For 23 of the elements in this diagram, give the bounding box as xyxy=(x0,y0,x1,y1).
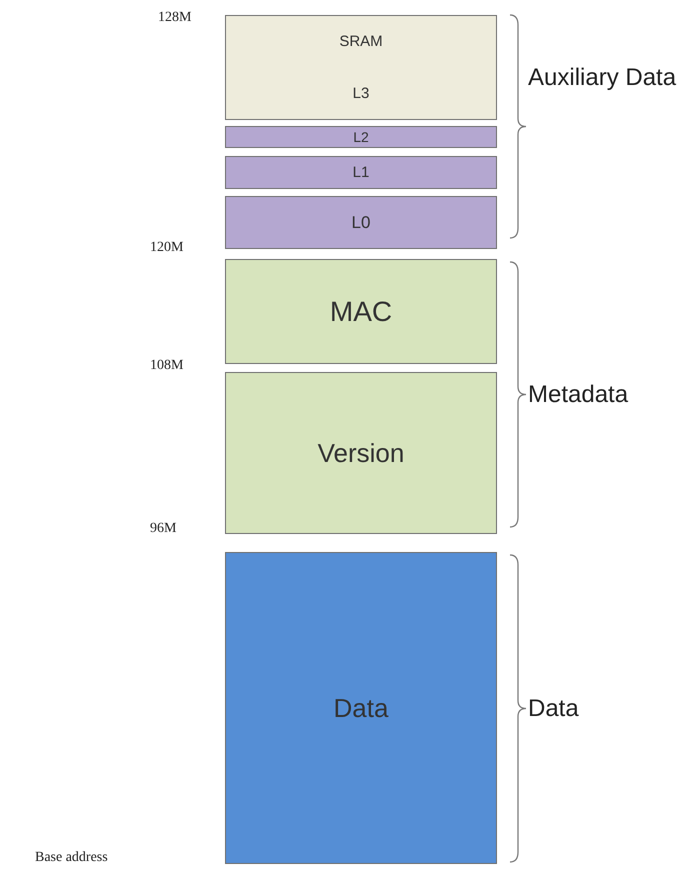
address-label: 96M xyxy=(150,521,176,537)
group-label: Metadata xyxy=(528,380,630,410)
memory-region-box xyxy=(225,372,497,534)
region-label: L3 xyxy=(352,84,370,102)
group-label: Data xyxy=(528,694,580,724)
address-label: 128M xyxy=(158,10,192,26)
region-label: Version xyxy=(318,438,404,468)
region-label: Data xyxy=(334,692,388,724)
region-label: SRAM xyxy=(339,33,383,50)
address-label: 108M xyxy=(150,358,184,374)
memory-region-box xyxy=(225,126,497,148)
region-label: MAC xyxy=(330,296,392,328)
memory-region-box xyxy=(225,259,497,364)
region-label: L2 xyxy=(353,129,369,145)
memory-region-box xyxy=(225,196,497,249)
address-label: Base address xyxy=(35,850,108,866)
region-label: L1 xyxy=(352,164,370,181)
memory-region-box xyxy=(225,552,497,864)
memory-region-box xyxy=(225,15,497,120)
region-label: L0 xyxy=(352,212,370,232)
memory-region-box xyxy=(225,156,497,189)
address-label: 120M xyxy=(150,240,184,256)
group-label: Auxiliary Data xyxy=(528,63,678,93)
